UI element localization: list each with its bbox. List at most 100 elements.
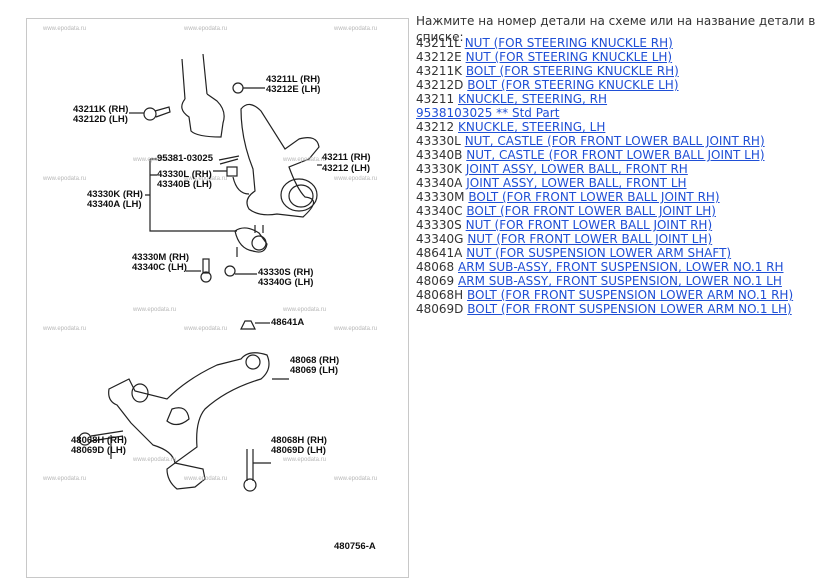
watermark: www.epodata.ru	[334, 176, 378, 182]
part-number: 43340B	[416, 148, 463, 162]
part-name-link[interactable]: KNUCKLE, STEERING, LH	[458, 120, 606, 134]
bolt-43330M-drawing	[186, 258, 212, 283]
diagram-label-48069[interactable]: 48069 (LH)	[290, 365, 339, 376]
part-number: 43330L	[416, 134, 461, 148]
part-name-link[interactable]: NUT (FOR STEERING KNUCKLE RH)	[464, 36, 673, 50]
part-number: 43330M	[416, 190, 465, 204]
diagram-label-48068H-right[interactable]: 48068H (RH)	[271, 435, 327, 446]
part-list-item: 48068 ARM SUB-ASSY, FRONT SUSPENSION, LO…	[416, 260, 834, 274]
part-list-item: 43340B NUT, CASTLE (FOR FRONT LOWER BALL…	[416, 148, 834, 162]
part-name-link[interactable]: NUT, CASTLE (FOR FRONT LOWER BALL JOINT …	[466, 148, 765, 162]
part-list-item: 48069 ARM SUB-ASSY, FRONT SUSPENSION, LO…	[416, 274, 834, 288]
part-name-link[interactable]: NUT (FOR FRONT LOWER BALL JOINT LH)	[467, 232, 713, 246]
diagram-label-43212[interactable]: 43212 (LH)	[322, 163, 371, 174]
nut-48641A-drawing	[240, 320, 270, 330]
diagram-label-48641A[interactable]: 48641A	[271, 317, 305, 328]
watermark: www.epodata.ru	[334, 26, 378, 32]
watermark: www.epodata.ru	[184, 176, 228, 182]
part-list-item: 43340G NUT (FOR FRONT LOWER BALL JOINT L…	[416, 232, 834, 246]
part-number: 43330S	[416, 218, 462, 232]
diagram-label-43340G[interactable]: 43340G (LH)	[258, 277, 314, 288]
part-name-link[interactable]: KNUCKLE, STEERING, RH	[458, 92, 608, 106]
bolt-43211K-drawing	[129, 106, 171, 121]
part-list-item: 9538103025 ** Std Part	[416, 106, 834, 120]
part-list-item: 43211 KNUCKLE, STEERING, RH	[416, 92, 834, 106]
diagram-label-43340A[interactable]: 43340A (LH)	[87, 199, 142, 210]
part-list-item: 43330M BOLT (FOR FRONT LOWER BALL JOINT …	[416, 190, 834, 204]
part-list-item: 43212E NUT (FOR STEERING KNUCKLE LH)	[416, 50, 834, 64]
watermark: www.epodata.ru	[184, 326, 228, 332]
castle-nut-drawing	[213, 166, 250, 195]
ball-joint-drawing	[234, 225, 268, 257]
part-name-link[interactable]: ARM SUB-ASSY, FRONT SUSPENSION, LOWER NO…	[458, 274, 782, 288]
part-name-link[interactable]: ARM SUB-ASSY, FRONT SUSPENSION, LOWER NO…	[458, 260, 784, 274]
part-number: 43330K	[416, 162, 463, 176]
bolt-48068H-vertical-drawing	[243, 449, 271, 492]
part-list-item: 43211K BOLT (FOR STEERING KNUCKLE RH)	[416, 64, 834, 78]
diagram-label-48069D-right[interactable]: 48069D (LH)	[271, 445, 326, 456]
watermark: www.epodata.ru	[133, 157, 177, 163]
part-list-item: 43212D BOLT (FOR STEERING KNUCKLE LH)	[416, 78, 834, 92]
part-name-link[interactable]: NUT, CASTLE (FOR FRONT LOWER BALL JOINT …	[464, 134, 765, 148]
watermark: www.epodata.ru	[184, 26, 228, 32]
part-list-item: 43212 KNUCKLE, STEERING, LH	[416, 120, 834, 134]
part-name-link[interactable]: BOLT (FOR FRONT SUSPENSION LOWER ARM NO.…	[467, 302, 792, 316]
part-name-link[interactable]: JOINT ASSY, LOWER BALL, FRONT LH	[466, 176, 687, 190]
part-name-link[interactable]: BOLT (FOR FRONT LOWER BALL JOINT LH)	[466, 204, 716, 218]
part-name-link[interactable]: NUT (FOR SUSPENSION LOWER ARM SHAFT)	[466, 246, 732, 260]
watermark: www.epodata.ru	[283, 457, 327, 463]
parts-diagram: www.epodata.ru www.epodata.ru www.epodat…	[26, 18, 409, 578]
part-list-item: 43330L NUT, CASTLE (FOR FRONT LOWER BALL…	[416, 134, 834, 148]
diagram-label-48069D-left[interactable]: 48069D (LH)	[71, 445, 126, 456]
diagram-drawing	[78, 53, 322, 492]
part-number: 43340G	[416, 232, 464, 246]
watermark: www.epodata.ru	[133, 307, 177, 313]
instruction-text: Нажмите на номер детали на схеме или на …	[416, 14, 816, 44]
part-number: 43212	[416, 120, 455, 134]
watermark: www.epodata.ru	[334, 326, 378, 332]
part-list-item: 43340C BOLT (FOR FRONT LOWER BALL JOINT …	[416, 204, 834, 218]
nut-43211L-drawing	[232, 82, 265, 94]
diagram-label-43330M[interactable]: 43330M (RH)	[132, 252, 190, 263]
part-name-link[interactable]: BOLT (FOR STEERING KNUCKLE RH)	[465, 64, 679, 78]
part-number: 43212E	[416, 50, 462, 64]
diagram-label-43340C[interactable]: 43340C (LH)	[132, 262, 187, 273]
part-list-item: 48069D BOLT (FOR FRONT SUSPENSION LOWER …	[416, 302, 834, 316]
diagram-label-43211L[interactable]: 43211L (RH)	[266, 74, 321, 85]
diagram-label-43211[interactable]: 43211 (RH)	[322, 152, 371, 163]
diagram-label-48068[interactable]: 48068 (RH)	[290, 355, 340, 366]
diagram-label-43212E[interactable]: 43212E (LH)	[266, 84, 321, 95]
part-name-link[interactable]: BOLT (FOR FRONT SUSPENSION LOWER ARM NO.…	[467, 288, 794, 302]
part-name-link[interactable]: NUT (FOR STEERING KNUCKLE LH)	[465, 50, 673, 64]
part-number: 43212D	[416, 78, 464, 92]
watermark: www.epodata.ru	[43, 476, 87, 482]
part-number: 43340A	[416, 176, 463, 190]
diagram-label-43330K[interactable]: 43330K (RH)	[87, 189, 143, 200]
watermark: www.epodata.ru	[43, 26, 87, 32]
part-list-item: 43330K JOINT ASSY, LOWER BALL, FRONT RH	[416, 162, 834, 176]
part-name-link[interactable]: BOLT (FOR FRONT LOWER BALL JOINT RH)	[468, 190, 720, 204]
diagram-label-95381-03025[interactable]: 95381-03025	[157, 153, 213, 164]
part-name-link[interactable]: BOLT (FOR STEERING KNUCKLE LH)	[467, 78, 679, 92]
part-number: 48069	[416, 274, 455, 288]
part-name-link[interactable]: NUT (FOR FRONT LOWER BALL JOINT RH)	[465, 218, 713, 232]
watermark: www.epodata.ru	[133, 457, 177, 463]
watermark: www.epodata.ru	[184, 476, 228, 482]
part-list-item: 43330S NUT (FOR FRONT LOWER BALL JOINT R…	[416, 218, 834, 232]
lower-arm-drawing	[108, 352, 289, 490]
diagram-label-43330L[interactable]: 43330L (RH)	[157, 169, 212, 180]
diagram-label-43340B[interactable]: 43340B (LH)	[157, 179, 212, 190]
bolt-48068H-horizontal-drawing	[78, 430, 124, 459]
part-name-link[interactable]: JOINT ASSY, LOWER BALL, FRONT RH	[465, 162, 688, 176]
part-name-link[interactable]: 9538103025 ** Std Part	[416, 106, 560, 120]
part-number: 43211K	[416, 64, 463, 78]
part-number: 43340C	[416, 204, 463, 218]
diagram-label-43211K[interactable]: 43211K (RH)	[73, 104, 129, 115]
diagram-label-43330S[interactable]: 43330S (RH)	[258, 267, 314, 278]
strut-bracket-drawing	[181, 53, 225, 138]
diagram-label-43212D[interactable]: 43212D (LH)	[73, 114, 128, 125]
diagram-label-48068H-left[interactable]: 48068H (RH)	[71, 435, 127, 446]
leader-bracket	[145, 158, 237, 232]
part-list-item: 48641A NUT (FOR SUSPENSION LOWER ARM SHA…	[416, 246, 834, 260]
part-number: 43211	[416, 92, 455, 106]
